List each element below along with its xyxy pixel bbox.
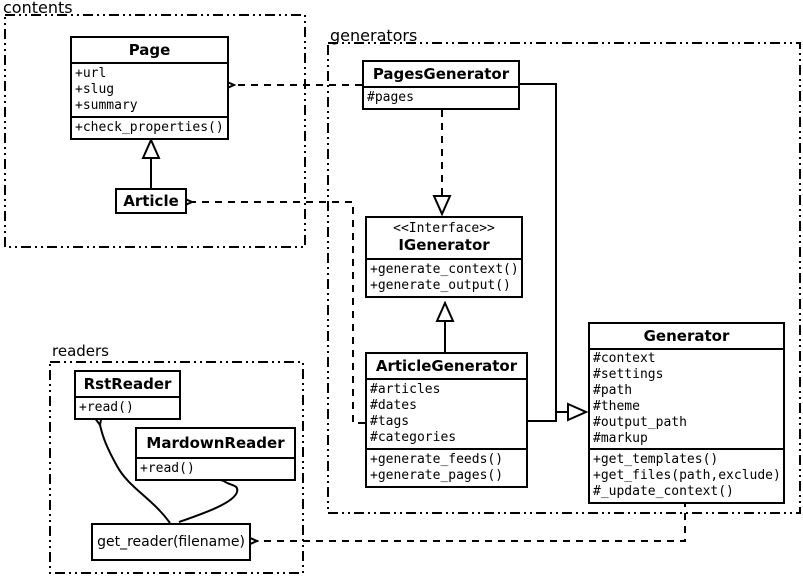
method-row: +get_files(path,exclude) [593,468,780,483]
class-rstreader: RstReader +read() [74,370,181,420]
class-mardownreader-methods: +read() [137,457,294,479]
class-articlegenerator-methods: +generate_feeds() +generate_pages() [367,448,526,486]
attr-row: +summary [75,98,138,113]
class-igenerator-methods: +generate_context() +generate_output() [367,258,521,296]
attr-row: #dates [370,398,417,413]
class-generator-methods: +get_templates() +get_files(path,exclude… [590,448,783,502]
class-generator-attrs: #context #settings #path #theme #output_… [590,348,783,448]
class-articlegenerator-attrs: #articles #dates #tags #categories [367,378,526,448]
dependency-generator-to-getreader [257,500,686,541]
class-igenerator-name: IGenerator [398,236,490,254]
class-page-name: Page [128,41,171,59]
class-page-methods: +check_properties() [72,116,227,138]
class-page: Page +url +slug +summary +check_properti… [70,36,229,140]
attr-row: #categories [370,430,457,445]
package-label-readers: readers [52,342,109,360]
class-article: Article [115,188,187,214]
call-getreader-to-mardownreader [178,481,239,523]
attr-row: #path [593,383,633,398]
class-article-name: Article [123,192,179,210]
attr-row: #context [593,351,656,366]
method-row: +read() [140,461,195,476]
attr-row: #articles [370,382,441,397]
class-articlegenerator: ArticleGenerator #articles #dates #tags … [365,352,528,488]
class-igenerator-stereotype: <<Interface>> [393,221,495,236]
attr-row: #pages [367,90,414,105]
class-generator-name: Generator [643,327,730,345]
class-articlegenerator-name: ArticleGenerator [375,357,518,375]
class-igenerator: <<Interface>> IGenerator +generate_conte… [365,216,523,298]
class-pagesgenerator: PagesGenerator #pages [362,60,520,110]
class-mardownreader: MardownReader +read() [135,427,296,481]
package-border-readers [49,361,304,574]
method-row: +check_properties() [75,120,224,135]
call-getreader-to-rstreader [100,425,171,524]
method-row: +get_templates() [593,452,719,467]
class-pagesgenerator-name: PagesGenerator [372,65,510,83]
method-row: +generate_output() [370,278,511,293]
package-label-generators: generators [330,26,418,45]
class-mardownreader-name: MardownReader [146,434,285,452]
attr-row: +slug [75,82,115,97]
package-border-generators [327,42,801,514]
attr-row: #output_path [593,415,687,430]
class-rstreader-methods: +read() [76,396,179,418]
generalization-shaft-to-generator [520,83,557,422]
package-border-contents [4,14,306,248]
method-row: +read() [79,400,134,415]
attr-row: #markup [593,431,648,446]
class-pagesgenerator-attrs: #pages [364,86,518,108]
class-igenerator-title: <<Interface>> IGenerator [367,218,521,258]
class-rstreader-name: RstReader [83,375,172,393]
attr-row: #settings [593,367,664,382]
attr-row: +url [75,66,107,81]
method-row: +generate_context() [370,262,518,277]
function-get-reader-label: get_reader(filename) [97,534,245,550]
attr-row: #theme [593,399,640,414]
class-page-attrs: +url +slug +summary [72,62,227,116]
method-row: #_update_context() [593,484,734,499]
attr-row: #tags [370,414,410,429]
method-row: +generate_pages() [370,468,504,483]
method-row: +generate_feeds() [370,452,504,467]
dependency-articlegenerator-to-article [192,202,365,424]
class-generator: Generator #context #settings #path #them… [588,322,785,504]
function-get-reader: get_reader(filename) [91,523,251,561]
package-label-contents: contents [3,0,73,17]
